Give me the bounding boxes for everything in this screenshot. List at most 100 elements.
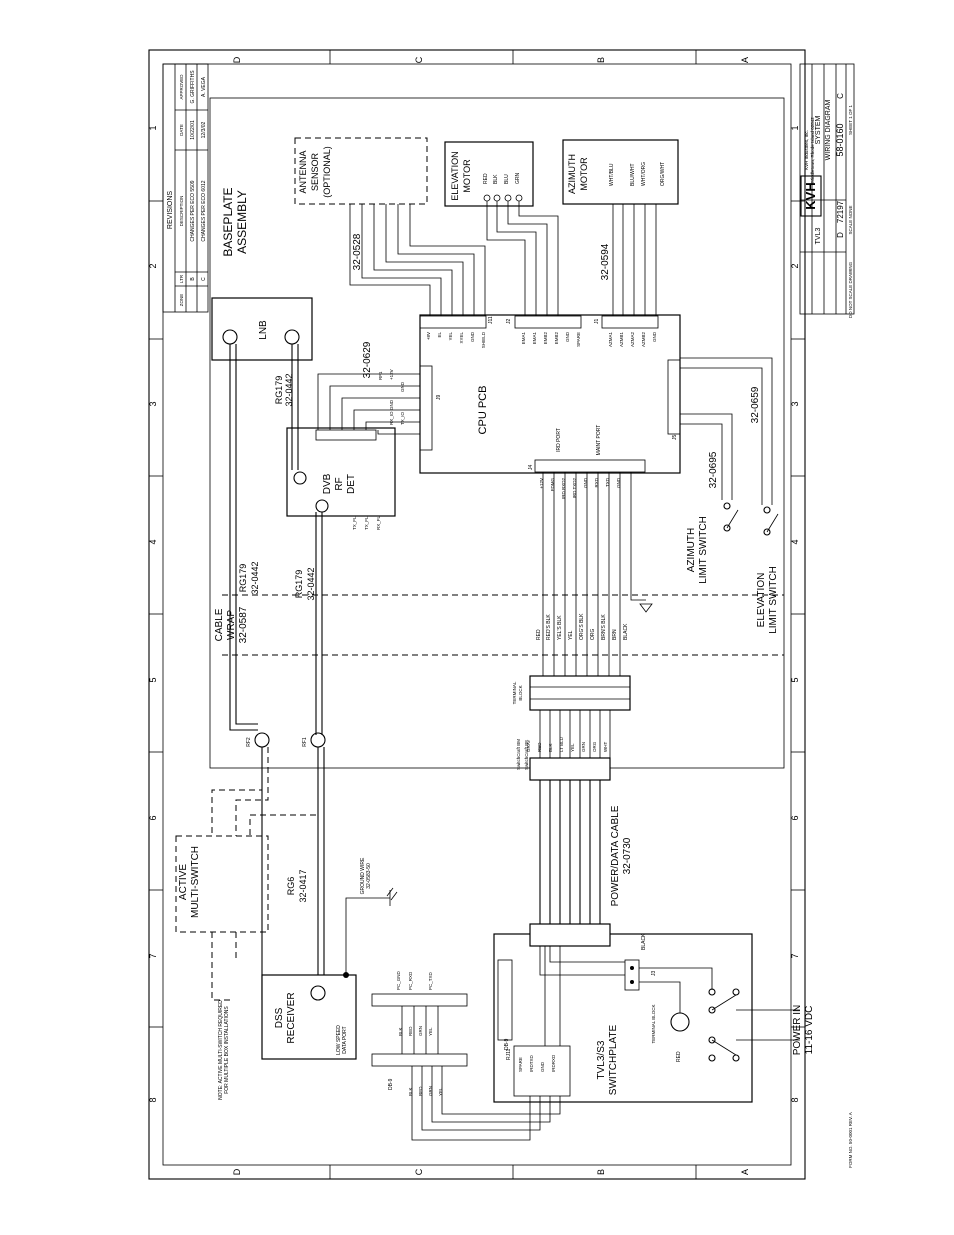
j4-pin-labels: +12V FDMG IRD RXD2 IRD TXD2 GND RXD TXD … [539,477,621,499]
svg-text:RED'S BLK: RED'S BLK [546,614,552,640]
svg-text:BLK: BLK [398,1027,403,1036]
grid-number: 6 [790,815,800,820]
ground-wire-label: 32-0583-50 [366,863,372,889]
note-text: FOR MULTIPLE BOX INSTALLATIONS [224,1006,230,1094]
svg-text:GND: GND [400,381,405,392]
rf1-connector [310,732,326,748]
scale: SCALE NONE [848,205,853,234]
sheet-title-1: SYSTEM [815,115,822,144]
svg-text:EMA1: EMA1 [521,332,526,345]
multiswitch-box [175,835,269,933]
cable-0528-label: 32-0528 [352,233,363,270]
j1-pin-labels: AZMA1 AZMB1 AZMA2 AZMB2 GND [608,331,657,347]
antenna-sensor-label: SENSOR [310,152,320,191]
sheet-inner-border [162,63,792,1166]
connector-j2 [514,315,582,329]
grid-number: 6 [148,815,158,820]
terminal-block-label: BLOCK [518,685,523,700]
grid-number: 8 [148,1097,158,1102]
power-cable-label: 32-0730 [622,837,633,874]
azimuth-motor-label: MOTOR [579,157,589,191]
rev-row-date: 10/22/01 [190,120,196,140]
svg-text:EL: EL [437,332,442,338]
ground-wire [345,897,390,975]
cable-0659-label: 32-0659 [750,386,761,423]
elevation-motor-label: MOTOR [462,159,472,193]
pc-pin-labels: PC_GND PC_RXD PC_TXD [396,970,433,990]
grid-numbers-left: 1 2 3 4 5 6 7 8 [148,125,158,1102]
rev-col: LTR [179,274,184,283]
db9-wires [401,1006,561,1141]
svg-text:SPARE: SPARE [576,332,581,347]
rj11-label: RJ11 [506,1048,512,1060]
sheet-title-2: WIRING DIAGRAM [825,100,832,161]
svg-text:EMB2: EMB2 [554,332,559,345]
revision-letter: C [836,93,845,99]
svg-text:GND: GND [540,1061,545,1072]
rg6-label: RG6 [286,877,296,896]
baseplate-assembly-boundary [209,97,785,769]
svg-text:BLACK: BLACK [623,623,629,640]
svg-text:WHT/BLU: WHT/BLU [609,163,615,186]
dvb-label: DVB [322,473,333,494]
svg-text:GND: GND [389,399,394,410]
cable-0629-label: 32-0629 [362,341,373,378]
wires-j9-to-dvb [317,373,420,435]
svg-text:BRN: BRN [612,629,618,640]
svg-text:YEL: YEL [448,332,453,341]
svg-text:RX_IO: RX_IO [389,411,394,425]
el-limit-label: ELEVATION [756,573,767,628]
db9-color-labels: BLK RED GRN YEL BLK RED GRN YEL [398,1026,443,1096]
rev-row-ltr: B [190,277,196,281]
harness-j4-to-terminal [542,472,653,676]
grid-number: 1 [790,125,800,130]
terminal-block [529,675,631,711]
multiswitch-label: MULTI-SWITCH [190,846,201,918]
form-number: FORM NO. 50-0001 REV. A [848,1112,853,1168]
rg6-label: 32-0417 [298,869,308,902]
svg-text:+12V: +12V [389,369,394,380]
svg-text:LT BLU: LT BLU [559,737,564,752]
cable-wrap-label: CABLE [214,608,225,641]
dss-receiver-box [261,974,357,1060]
grid-letters: D C B A D C B A [232,56,750,1175]
drawing-number: 58-0160 [835,123,845,156]
svg-text:PC_GND: PC_GND [396,970,401,990]
rev-row-desc: CHANGES PER ECO 5509 [190,180,196,241]
switchplate-label: SWITCHPLATE [608,1024,619,1095]
svg-text:AZMB1: AZMB1 [619,332,624,348]
cable-wrap-label: WRAP [226,610,237,640]
dss-label: RECEIVER [286,992,297,1043]
wires-elevation-to-j2 [483,194,559,316]
svg-text:BLK: BLK [493,174,499,184]
harness-color-labels: RED RED'S BLK YEL'S BLK YEL ORG'S BLK OR… [536,613,629,640]
cpu-pcb-board [419,314,681,474]
svg-text:BLU/WHT: BLU/WHT [630,164,636,187]
power-data-cable [539,780,601,924]
grid-number: 7 [790,953,800,958]
grid-letter: C [414,1168,424,1175]
grid-number: 4 [148,539,158,544]
j5-label: J5 [672,435,678,441]
grid-letter: D [232,1168,242,1175]
grid-number: 5 [148,677,158,682]
svg-text:TX_FL: TX_FL [352,516,357,530]
grid-number: 8 [790,1097,800,1102]
svg-text:AZMB2: AZMB2 [641,332,646,348]
switchcraft-bf-label: SwitchCraft BF [524,740,529,770]
rev-row-appr: A. VEGA [201,76,207,97]
az-limit-label: LIMIT SWITCH [698,516,709,584]
svg-text:ORG/WHT: ORG/WHT [660,162,666,186]
svg-text:TX_FL: TX_FL [364,516,369,530]
title-block: KVH KVH Industries, Inc. Middletown, Rho… [799,63,855,1168]
rev-row-desc: CHANGES PER ECO 6012 [201,180,207,241]
rg179-a-label: RG179 [274,376,284,405]
svg-text:GND: GND [616,477,621,488]
iro-port-label: IRD PORT [556,428,562,452]
rev-col: DESCRIPTION [179,196,184,227]
svg-text:RX_FL: RX_FL [376,515,381,530]
svg-text:RED: RED [536,629,542,640]
connector-j11 [419,315,487,329]
j9-pin-labels: RF1 +12V GND GND TX_IO RX_IO [378,369,405,425]
grid-number: 3 [148,401,158,406]
